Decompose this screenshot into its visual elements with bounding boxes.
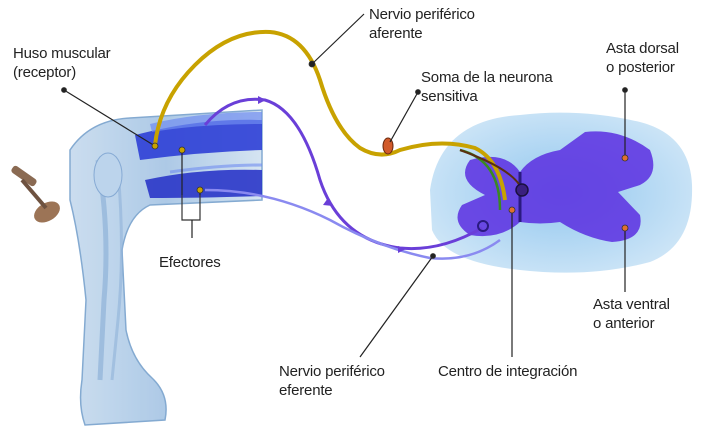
label-soma-neurona: Soma de la neurona sensitiva: [421, 68, 553, 106]
interneuron-soma: [515, 183, 529, 197]
label-line: Asta ventral: [593, 296, 670, 313]
label-nervio-eferente: Nervio periférico eferente: [279, 362, 385, 400]
efferent-arrow-icon: [258, 96, 266, 104]
label-line: Huso muscular: [13, 45, 111, 62]
label-line: aferente: [369, 25, 423, 42]
leader-dots: [61, 60, 629, 259]
label-line: Asta dorsal: [606, 40, 679, 57]
label-line: eferente: [279, 382, 333, 399]
spinal-cord-section: [430, 112, 693, 273]
efectores-bracket: [181, 195, 201, 221]
efferent-arrow-icon: [323, 198, 333, 206]
label-efectores: Efectores: [159, 253, 221, 272]
label-centro-integracion: Centro de integración: [438, 362, 577, 381]
label-huso-muscular: Huso muscular (receptor): [13, 44, 111, 82]
efferent-arrow-icon: [398, 246, 406, 253]
label-line: Soma de la neurona: [421, 69, 553, 86]
efferent-nerve-path-lower: [204, 188, 501, 260]
efferent-nerve-path: [203, 97, 483, 251]
label-nervio-aferente: Nervio periférico aferente: [369, 5, 475, 43]
label-line: Nervio periférico: [279, 363, 385, 380]
label-asta-dorsal: Asta dorsal o posterior: [606, 39, 679, 77]
label-line: (receptor): [13, 64, 77, 81]
leader-lines: [63, 13, 626, 358]
label-line: o posterior: [606, 59, 675, 76]
reflex-hammer-icon: [11, 165, 60, 223]
motor-neuron-soma: [477, 220, 489, 232]
label-line: sensitiva: [421, 88, 478, 105]
label-line: Efectores: [159, 254, 221, 271]
label-line: o anterior: [593, 315, 655, 332]
label-line: Centro de integración: [438, 363, 578, 380]
afferent-nerve-path: [153, 29, 507, 201]
label-line: Nervio periférico: [369, 6, 475, 23]
label-asta-ventral: Asta ventral o anterior: [593, 295, 670, 333]
